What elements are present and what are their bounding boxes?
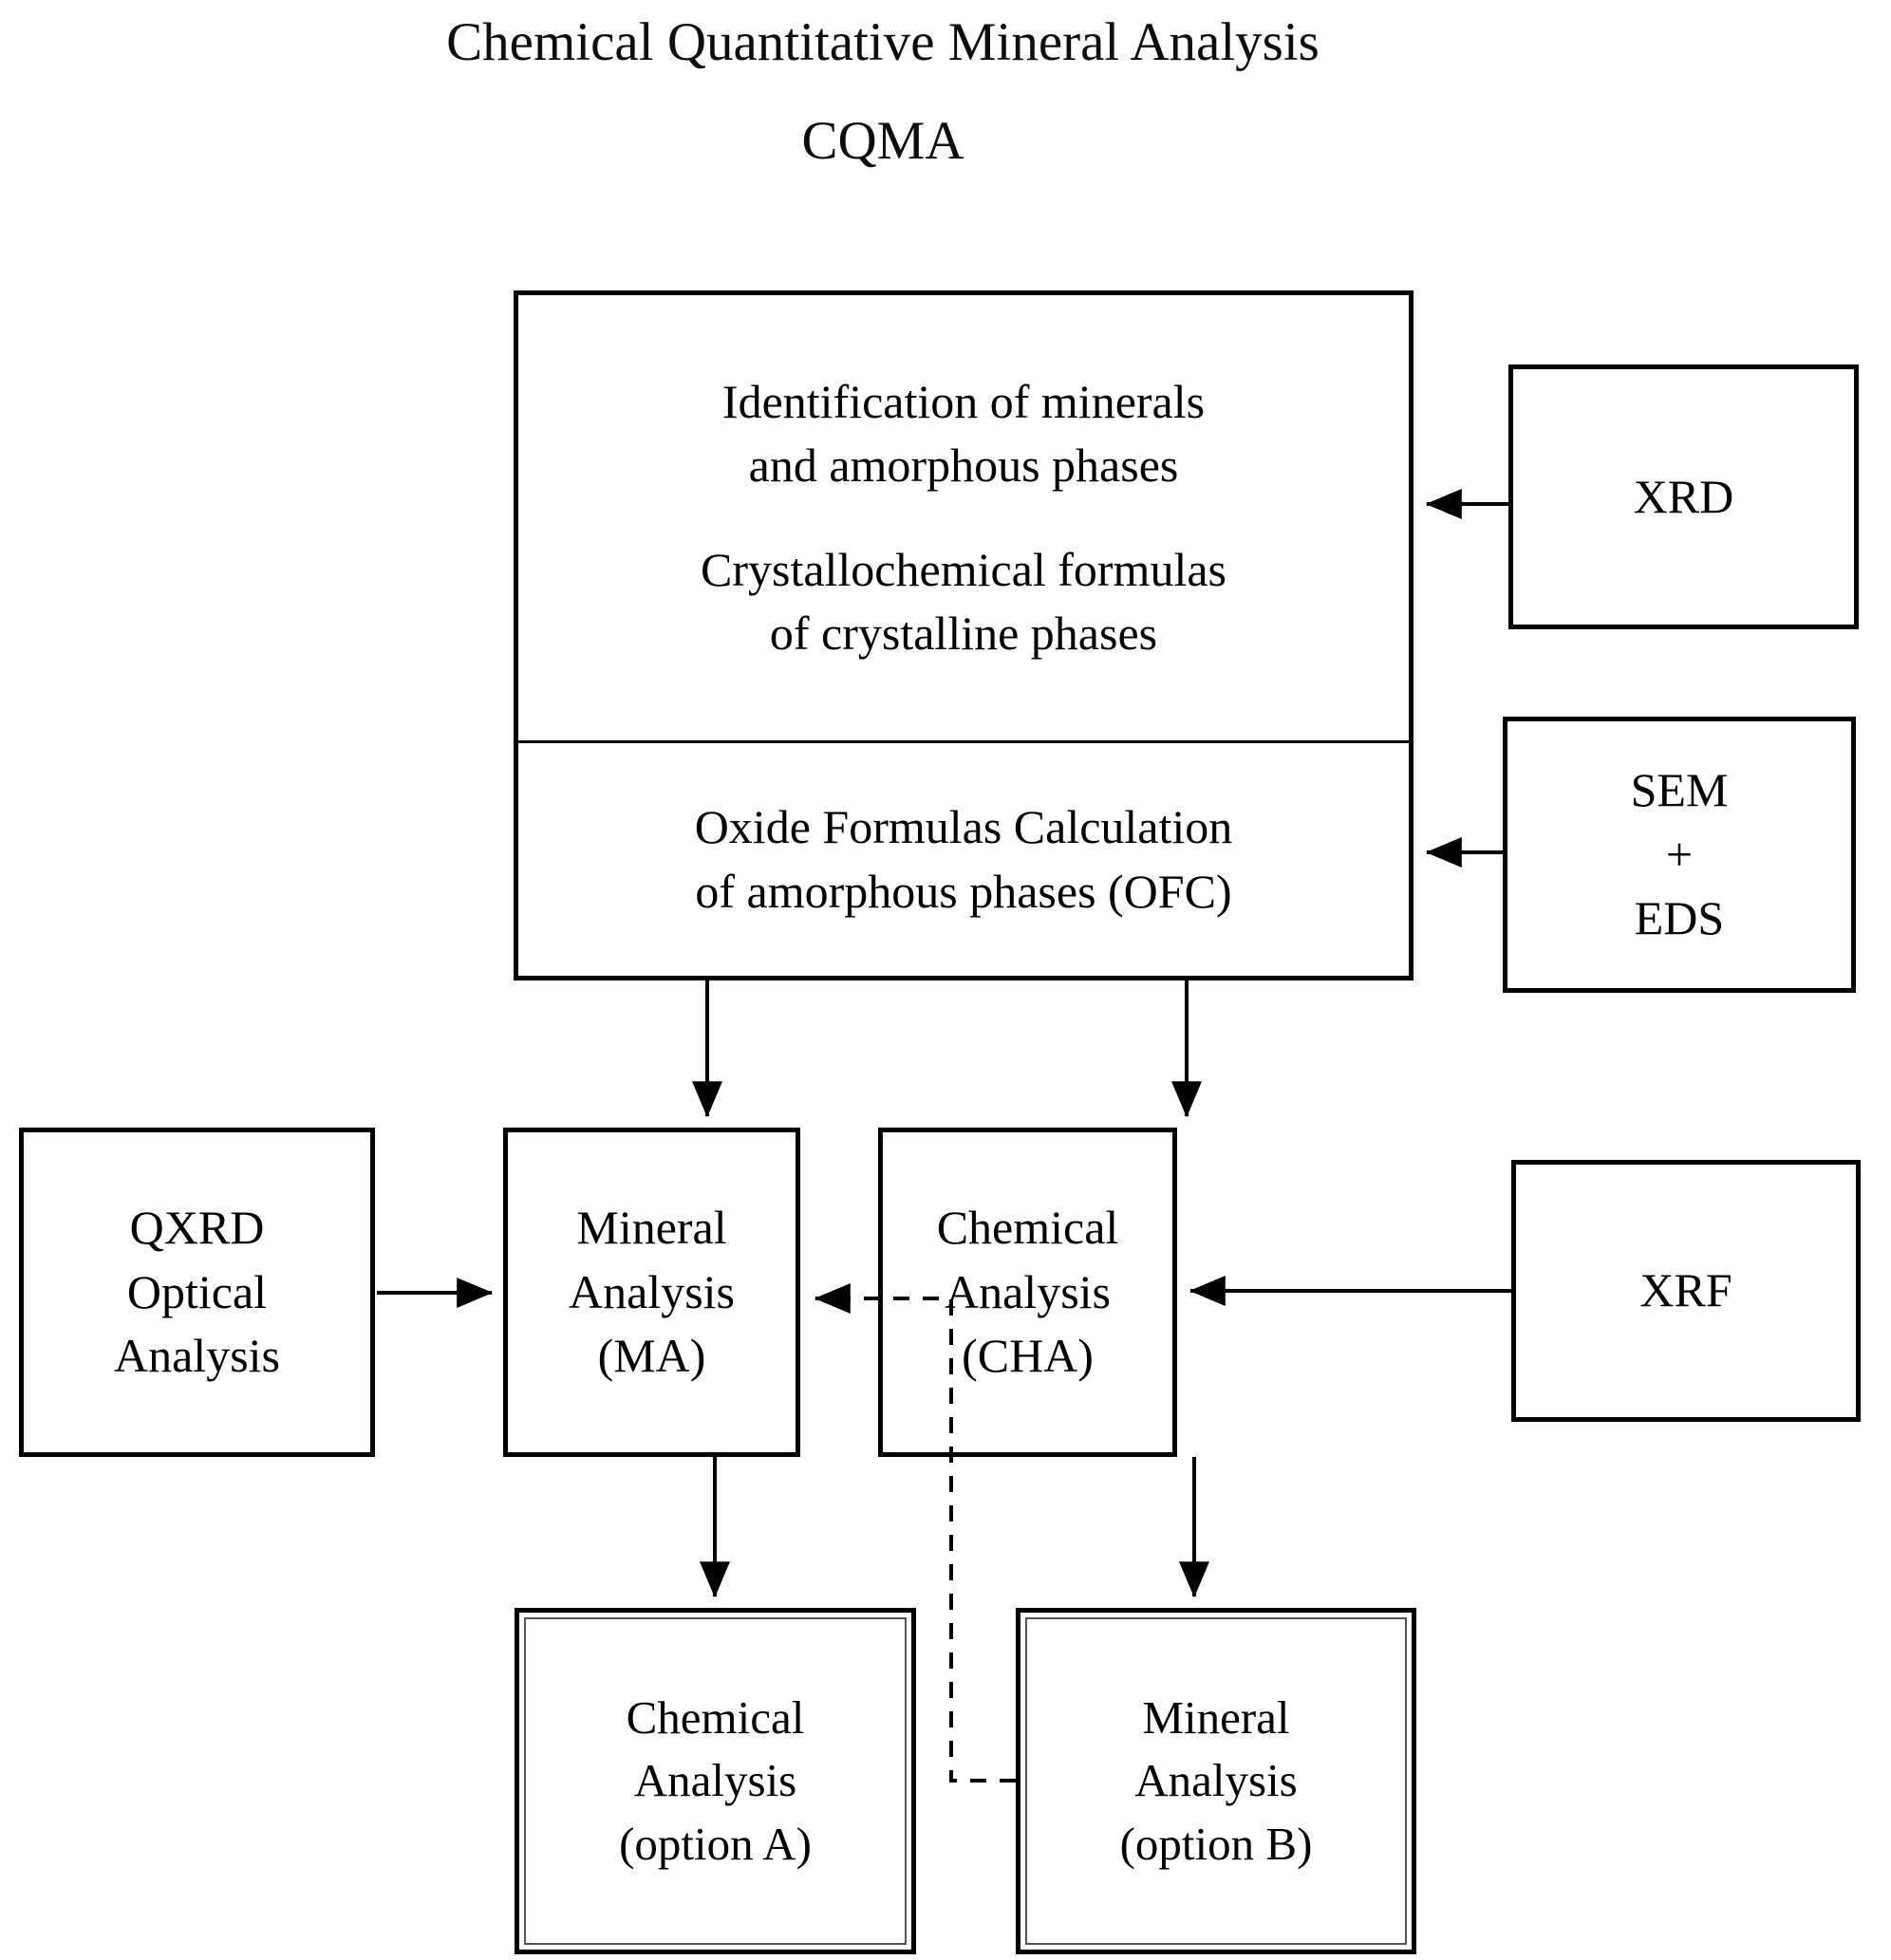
- xrd-box[interactable]: XRD: [1508, 364, 1859, 629]
- option-b-line-3: (option B): [1119, 1817, 1313, 1870]
- qxrd-optical-analysis-box[interactable]: QXRD Optical Analysis: [19, 1128, 375, 1457]
- qxrd-line-1: QXRD: [129, 1201, 265, 1255]
- chemical-analysis-box[interactable]: Chemical Analysis (CHA): [878, 1128, 1177, 1457]
- ofc-line-1: Oxide Formulas Calculation: [694, 800, 1233, 853]
- option-b-box[interactable]: Mineral Analysis (option B): [1016, 1608, 1416, 1954]
- sem-label: SEM: [1630, 763, 1729, 817]
- crystallochemical-line-2: of crystalline phases: [769, 607, 1158, 660]
- cha-line-1: Chemical: [936, 1201, 1119, 1255]
- page-subtitle-acronym: CQMA: [801, 111, 964, 171]
- option-a-line-3: (option A): [619, 1817, 812, 1870]
- identification-block: Identification of minerals and amorphous…: [722, 370, 1205, 498]
- option-b-line-2: Analysis: [1134, 1754, 1298, 1807]
- identification-line-1: Identification of minerals: [721, 374, 1206, 428]
- option-a-line-2: Analysis: [633, 1754, 797, 1807]
- qxrd-line-2: Optical: [126, 1264, 268, 1318]
- crystallochemical-line-1: Crystallochemical formulas: [700, 542, 1226, 596]
- option-a-line-1: Chemical: [626, 1691, 805, 1745]
- sem-eds-box[interactable]: SEM + EDS: [1503, 717, 1856, 993]
- xrf-label: XRF: [1639, 1263, 1732, 1317]
- option-a-box[interactable]: Chemical Analysis (option A): [515, 1608, 916, 1954]
- main-box-divider: [518, 740, 1409, 743]
- mineral-analysis-box[interactable]: Mineral Analysis (MA): [503, 1128, 800, 1457]
- xrf-box[interactable]: XRF: [1511, 1160, 1861, 1422]
- main-box-lower-section: Oxide Formulas Calculation of amorphous …: [518, 743, 1409, 976]
- identification-line-2: and amorphous phases: [748, 439, 1179, 492]
- page-title: Chemical Quantitative Mineral Analysis: [446, 12, 1320, 72]
- plus-label: +: [1665, 827, 1694, 881]
- qxrd-line-3: Analysis: [114, 1329, 280, 1383]
- cha-line-3: (CHA): [962, 1329, 1094, 1383]
- xrd-label: XRD: [1633, 469, 1734, 523]
- ma-line-3: (MA): [597, 1329, 706, 1383]
- option-b-line-1: Mineral: [1142, 1691, 1290, 1745]
- ma-line-1: Mineral: [576, 1201, 727, 1255]
- eds-label: EDS: [1634, 891, 1725, 945]
- main-process-box[interactable]: Identification of minerals and amorphous…: [514, 290, 1414, 980]
- ma-line-2: Analysis: [569, 1264, 735, 1318]
- crystallochemical-block: Crystallochemical formulas of crystallin…: [701, 538, 1226, 666]
- ofc-line-2: of amorphous phases (OFC): [695, 864, 1232, 918]
- cha-line-2: Analysis: [945, 1264, 1111, 1318]
- main-box-upper-section: Identification of minerals and amorphous…: [518, 295, 1409, 740]
